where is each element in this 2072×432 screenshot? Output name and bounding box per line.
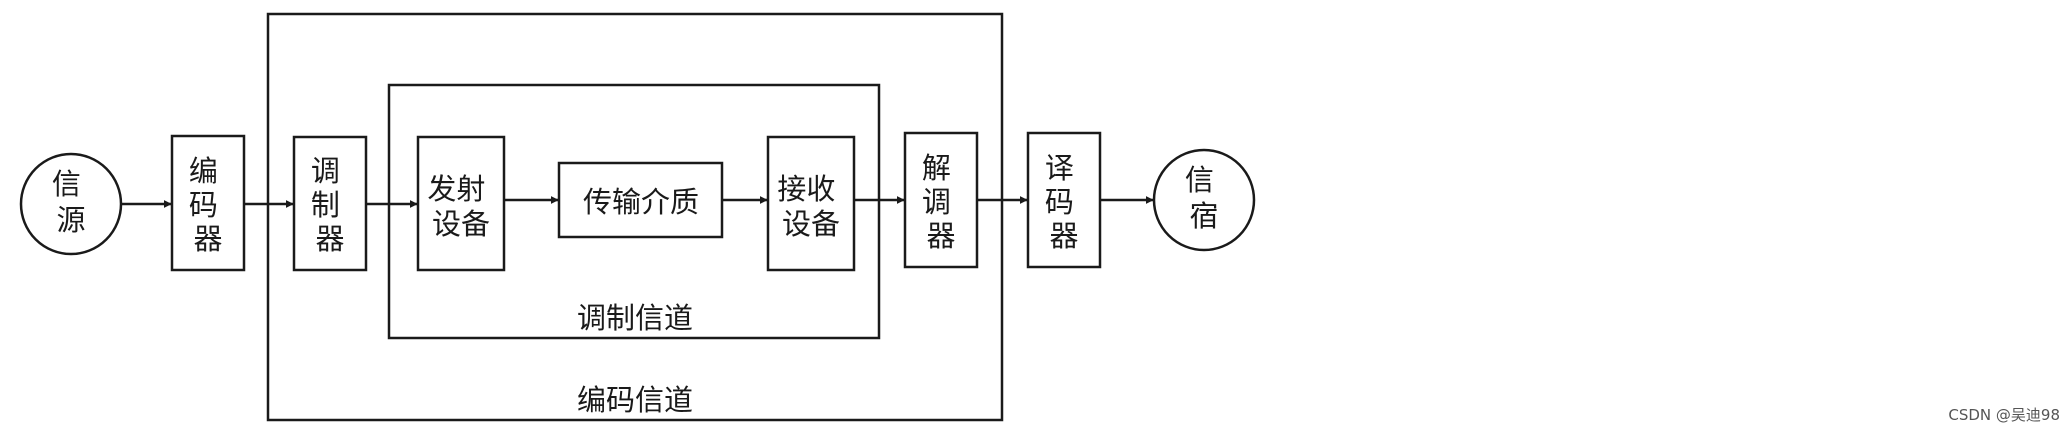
coding-channel-frame	[266, 12, 1004, 422]
source-label: 信 源	[52, 167, 90, 237]
watermark-text: CSDN @吴迪98	[1948, 406, 2060, 424]
decoder-block: 译 码 器	[1026, 131, 1102, 269]
modulation-channel-label: 调制信道	[577, 301, 693, 335]
sink-label: 信 宿	[1185, 163, 1223, 233]
modulator-label: 调 制 器	[311, 154, 349, 256]
receiver-label: 接收 设备	[777, 172, 844, 241]
encoder-block: 编 码 器	[170, 134, 246, 272]
receiver-block: 接收 设备	[766, 135, 856, 272]
sink-node: 信 宿	[1152, 148, 1256, 252]
transmitter-block: 发射 设备	[416, 135, 506, 272]
demodulator-block: 解 调 器	[903, 131, 979, 269]
modulation-channel-frame	[387, 83, 881, 340]
medium-label: 传输介质	[583, 185, 699, 219]
coding-channel-label: 编码信道	[577, 383, 693, 417]
medium-block: 传输介质	[557, 161, 724, 239]
encoder-label: 编 码 器	[189, 154, 227, 256]
source-label-line-1: 信	[52, 167, 81, 201]
source-node: 信 源	[19, 152, 123, 256]
transmitter-label: 发射 设备	[427, 172, 494, 241]
demodulator-label: 解 调 器	[922, 151, 960, 253]
modulator-block: 调 制 器	[292, 135, 368, 272]
source-label-line-2: 源	[56, 203, 85, 237]
decoder-label: 译 码 器	[1045, 151, 1083, 253]
